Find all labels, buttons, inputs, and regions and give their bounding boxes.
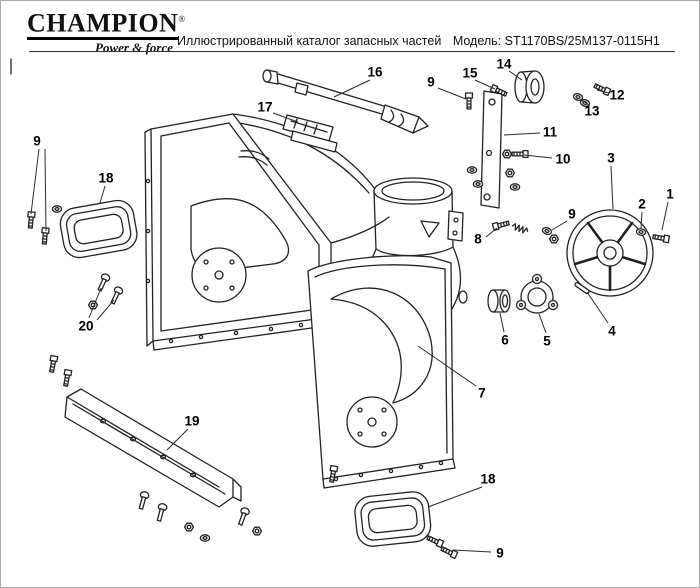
brand-word: CHAMPION	[27, 8, 179, 38]
catalog-title: Иллюстрированный каталог запасных частей	[177, 34, 442, 48]
part-right-side-plate	[307, 255, 456, 489]
part-left-side-plate	[144, 113, 334, 351]
part-shaft-pin	[574, 281, 590, 295]
part-small-pulley	[514, 70, 545, 104]
part-skid-shoe-right	[352, 489, 433, 549]
header-divider	[29, 51, 675, 52]
part-skid-shoe-left	[57, 197, 141, 261]
part-bearing-flange	[515, 273, 559, 314]
part-chute-collar	[373, 177, 464, 257]
brand-tagline: Power & force	[95, 39, 173, 55]
brand-logo: CHAMPION® Power & force	[27, 6, 185, 55]
registered-mark: ®	[178, 14, 186, 24]
part-drive-pulley	[566, 209, 654, 297]
part-bushing	[487, 289, 511, 313]
part-support-bracket	[480, 90, 503, 209]
callout-leader-lines	[30, 70, 669, 553]
brand-name: CHAMPION®	[27, 6, 185, 40]
header-title-line: Иллюстрированный каталог запасных частей…	[177, 34, 660, 48]
model-number: Модель: ST1170BS/25M137-0115H1	[452, 34, 660, 48]
part-auger-shaft	[262, 69, 429, 134]
part-scraper-bar	[64, 388, 242, 508]
